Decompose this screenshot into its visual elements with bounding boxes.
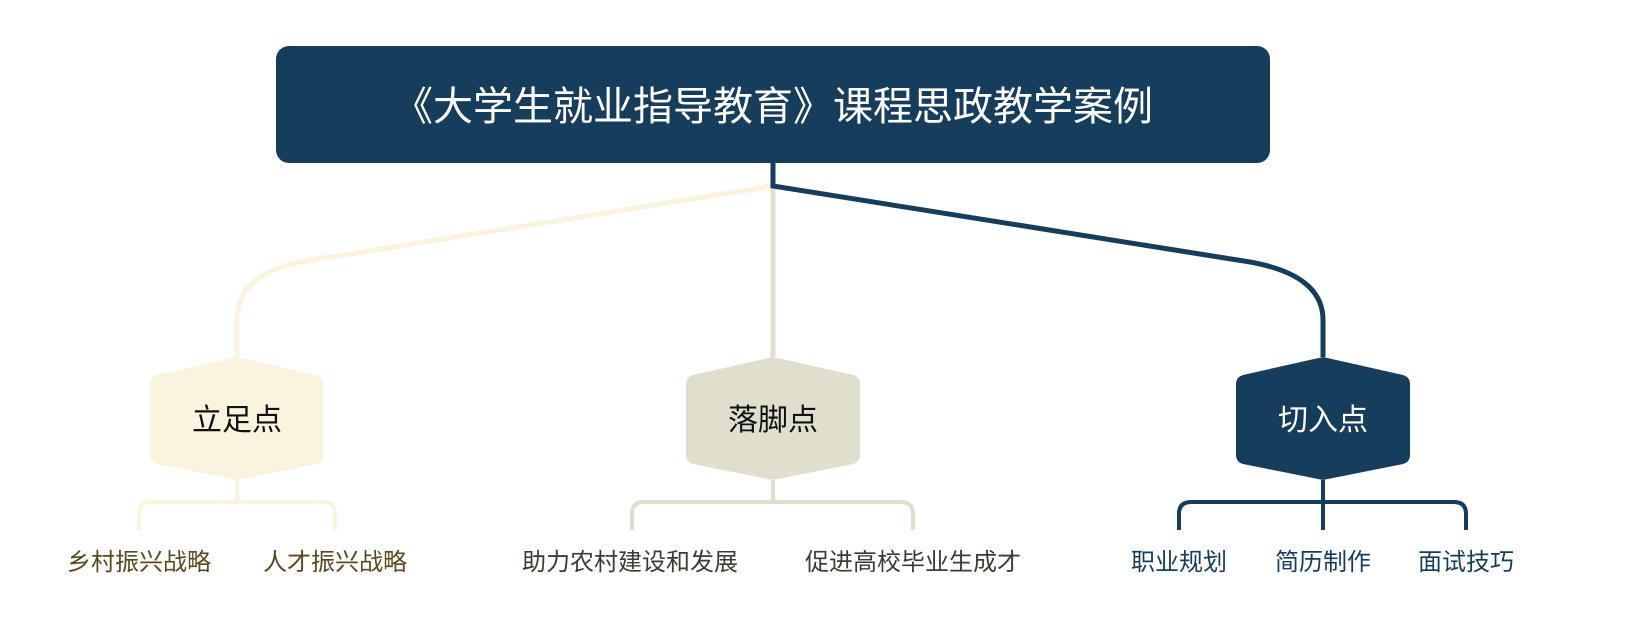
- branch-node-qierudian[interactable]: 切入点: [1236, 357, 1410, 480]
- branch-node-luojiaodian[interactable]: 落脚点: [686, 357, 860, 480]
- leaf-item[interactable]: 促进高校毕业生成才: [805, 548, 1021, 576]
- root-title: 《大学生就业指导教育》课程思政教学案例: [393, 84, 1153, 130]
- leaf-connector-left: [137, 480, 337, 530]
- branch-label: 落脚点: [728, 403, 818, 438]
- leaf-connector-right: [1177, 480, 1468, 530]
- connector-left: [234, 183, 774, 357]
- branch-node-lizudian[interactable]: 立足点: [150, 357, 323, 480]
- branch-label: 切入点: [1278, 403, 1368, 438]
- leaf-item[interactable]: 乡村振兴战略: [67, 548, 211, 576]
- branch-label: 立足点: [192, 403, 282, 438]
- leaf-connector-middle: [630, 480, 915, 530]
- leaf-item[interactable]: 简历制作: [1275, 548, 1371, 576]
- leaf-item[interactable]: 助力农村建设和发展: [522, 548, 738, 576]
- leaf-item[interactable]: 人才振兴战略: [263, 548, 407, 576]
- connector-right: [770, 163, 1326, 357]
- root-node[interactable]: 《大学生就业指导教育》课程思政教学案例: [276, 46, 1270, 163]
- leaf-item[interactable]: 面试技巧: [1418, 548, 1514, 576]
- leaf-item[interactable]: 职业规划: [1131, 548, 1227, 576]
